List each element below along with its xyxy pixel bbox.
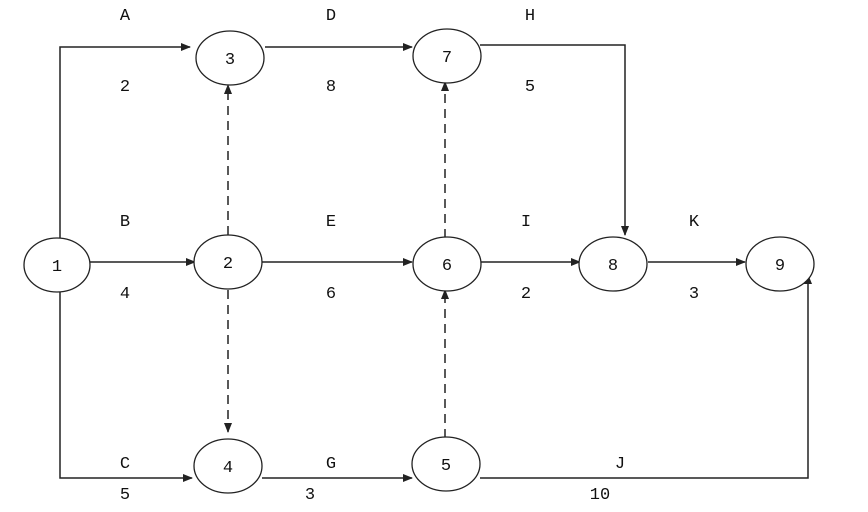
edge-A — [59, 43, 191, 238]
label-A: A — [120, 7, 131, 26]
edge-J — [480, 274, 812, 479]
duration-E: 6 — [326, 285, 336, 304]
node-2: 2 — [193, 234, 263, 290]
node-9: 9 — [745, 236, 815, 292]
label-G: G — [326, 455, 336, 474]
svg-text:1: 1 — [52, 258, 62, 277]
svg-text:6: 6 — [442, 257, 452, 276]
svg-text:9: 9 — [775, 257, 785, 276]
svg-text:4: 4 — [223, 459, 233, 478]
duration-K: 3 — [689, 285, 699, 304]
duration-A: 2 — [120, 78, 130, 97]
label-B: B — [120, 213, 130, 232]
node-7: 7 — [412, 28, 482, 84]
node-5: 5 — [411, 436, 481, 492]
duration-H: 5 — [525, 78, 535, 97]
node-3: 3 — [195, 30, 265, 86]
label-D: D — [326, 7, 336, 26]
svg-text:7: 7 — [442, 49, 452, 68]
edge-H — [480, 44, 629, 236]
label-J: J — [615, 455, 625, 474]
duration-C: 5 — [120, 486, 130, 505]
label-K: K — [689, 213, 700, 232]
node-6: 6 — [412, 236, 482, 292]
duration-G: 3 — [305, 486, 315, 505]
node-1: 1 — [23, 237, 91, 293]
svg-text:5: 5 — [441, 457, 451, 476]
label-H: H — [525, 7, 535, 26]
duration-B: 4 — [120, 285, 130, 304]
label-E: E — [326, 213, 336, 232]
svg-text:2: 2 — [223, 255, 233, 274]
svg-text:8: 8 — [608, 257, 618, 276]
label-C: C — [120, 455, 130, 474]
node-4: 4 — [193, 438, 263, 494]
label-I: I — [521, 213, 531, 232]
duration-J: 10 — [590, 486, 610, 505]
duration-I: 2 — [521, 285, 531, 304]
duration-D: 8 — [326, 78, 336, 97]
node-8: 8 — [578, 236, 648, 292]
svg-text:3: 3 — [225, 51, 235, 70]
edge-C — [59, 292, 193, 482]
